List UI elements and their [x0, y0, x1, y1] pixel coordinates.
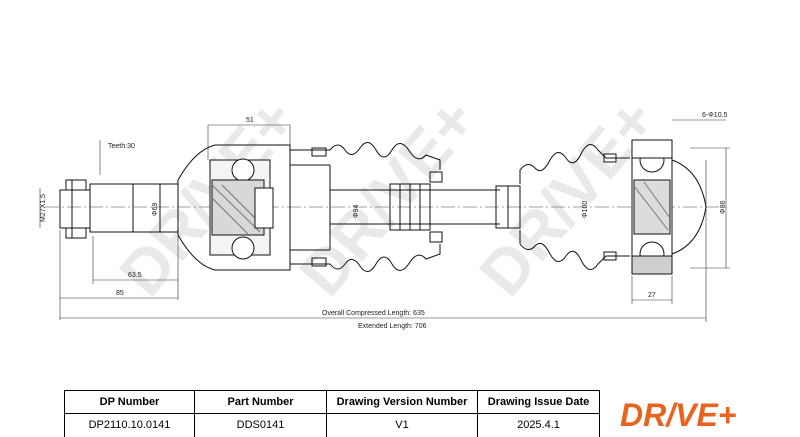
right-cv-joint	[631, 139, 707, 275]
driveplus-logo: DR/VE+	[620, 397, 736, 433]
drive-shaft	[330, 183, 521, 231]
value-issue-date: 2025.4.1	[517, 419, 560, 431]
watermark-2: DR/VE+	[286, 84, 491, 309]
left-cv-joint	[177, 144, 291, 271]
title-block: DP Number DP2110.10.0141 Part Number DDS…	[64, 390, 600, 437]
dim-shaft-dia-left: Φ69	[152, 203, 159, 216]
dim-outer-dia: Φ100	[582, 201, 589, 218]
dim-boot-dia: Φ94	[353, 205, 360, 218]
dim-flange-dia: Φ86	[720, 201, 727, 214]
title-col-part-number: Part Number DDS0141	[195, 391, 327, 437]
watermark-group: DR/VE+ DR/VE+ DR/VE+	[106, 84, 671, 309]
dim-bolts: 6-Φ10.5	[702, 112, 728, 119]
dim-len-85: 85	[116, 290, 124, 297]
dim-top-width: 51	[246, 117, 254, 124]
value-version: V1	[395, 419, 409, 431]
dim-flange-width: 27	[648, 292, 656, 299]
dim-extended-length: Extended Length: 706	[358, 323, 427, 330]
right-boot	[519, 144, 630, 270]
value-dp-number: DP2110.10.0141	[88, 419, 171, 431]
header-version: Drawing Version Number	[327, 391, 477, 414]
value-part-number: DDS0141	[236, 419, 285, 431]
header-part-number: Part Number	[195, 391, 326, 414]
technical-drawing: DR/VE+ DR/VE+ DR/VE+	[39, 84, 730, 330]
header-dp-number: DP Number	[65, 391, 194, 414]
left-boot	[290, 142, 443, 272]
title-col-issue-date: Drawing Issue Date 2025.4.1	[478, 391, 600, 437]
title-col-dp-number: DP Number DP2110.10.0141	[65, 391, 195, 437]
dimension-lines	[39, 119, 730, 322]
dim-overall-length: Overall Compressed Length: 635	[322, 310, 425, 317]
logo-text: DR/VE+	[620, 397, 736, 433]
dim-len-635: 63.5	[128, 272, 142, 279]
title-col-version: Drawing Version Number V1	[327, 391, 478, 437]
header-issue-date: Drawing Issue Date	[478, 391, 599, 414]
dim-teeth: Teeth:30	[108, 143, 135, 150]
dim-thread: M27X1.5	[40, 194, 47, 222]
left-stub	[59, 179, 179, 239]
